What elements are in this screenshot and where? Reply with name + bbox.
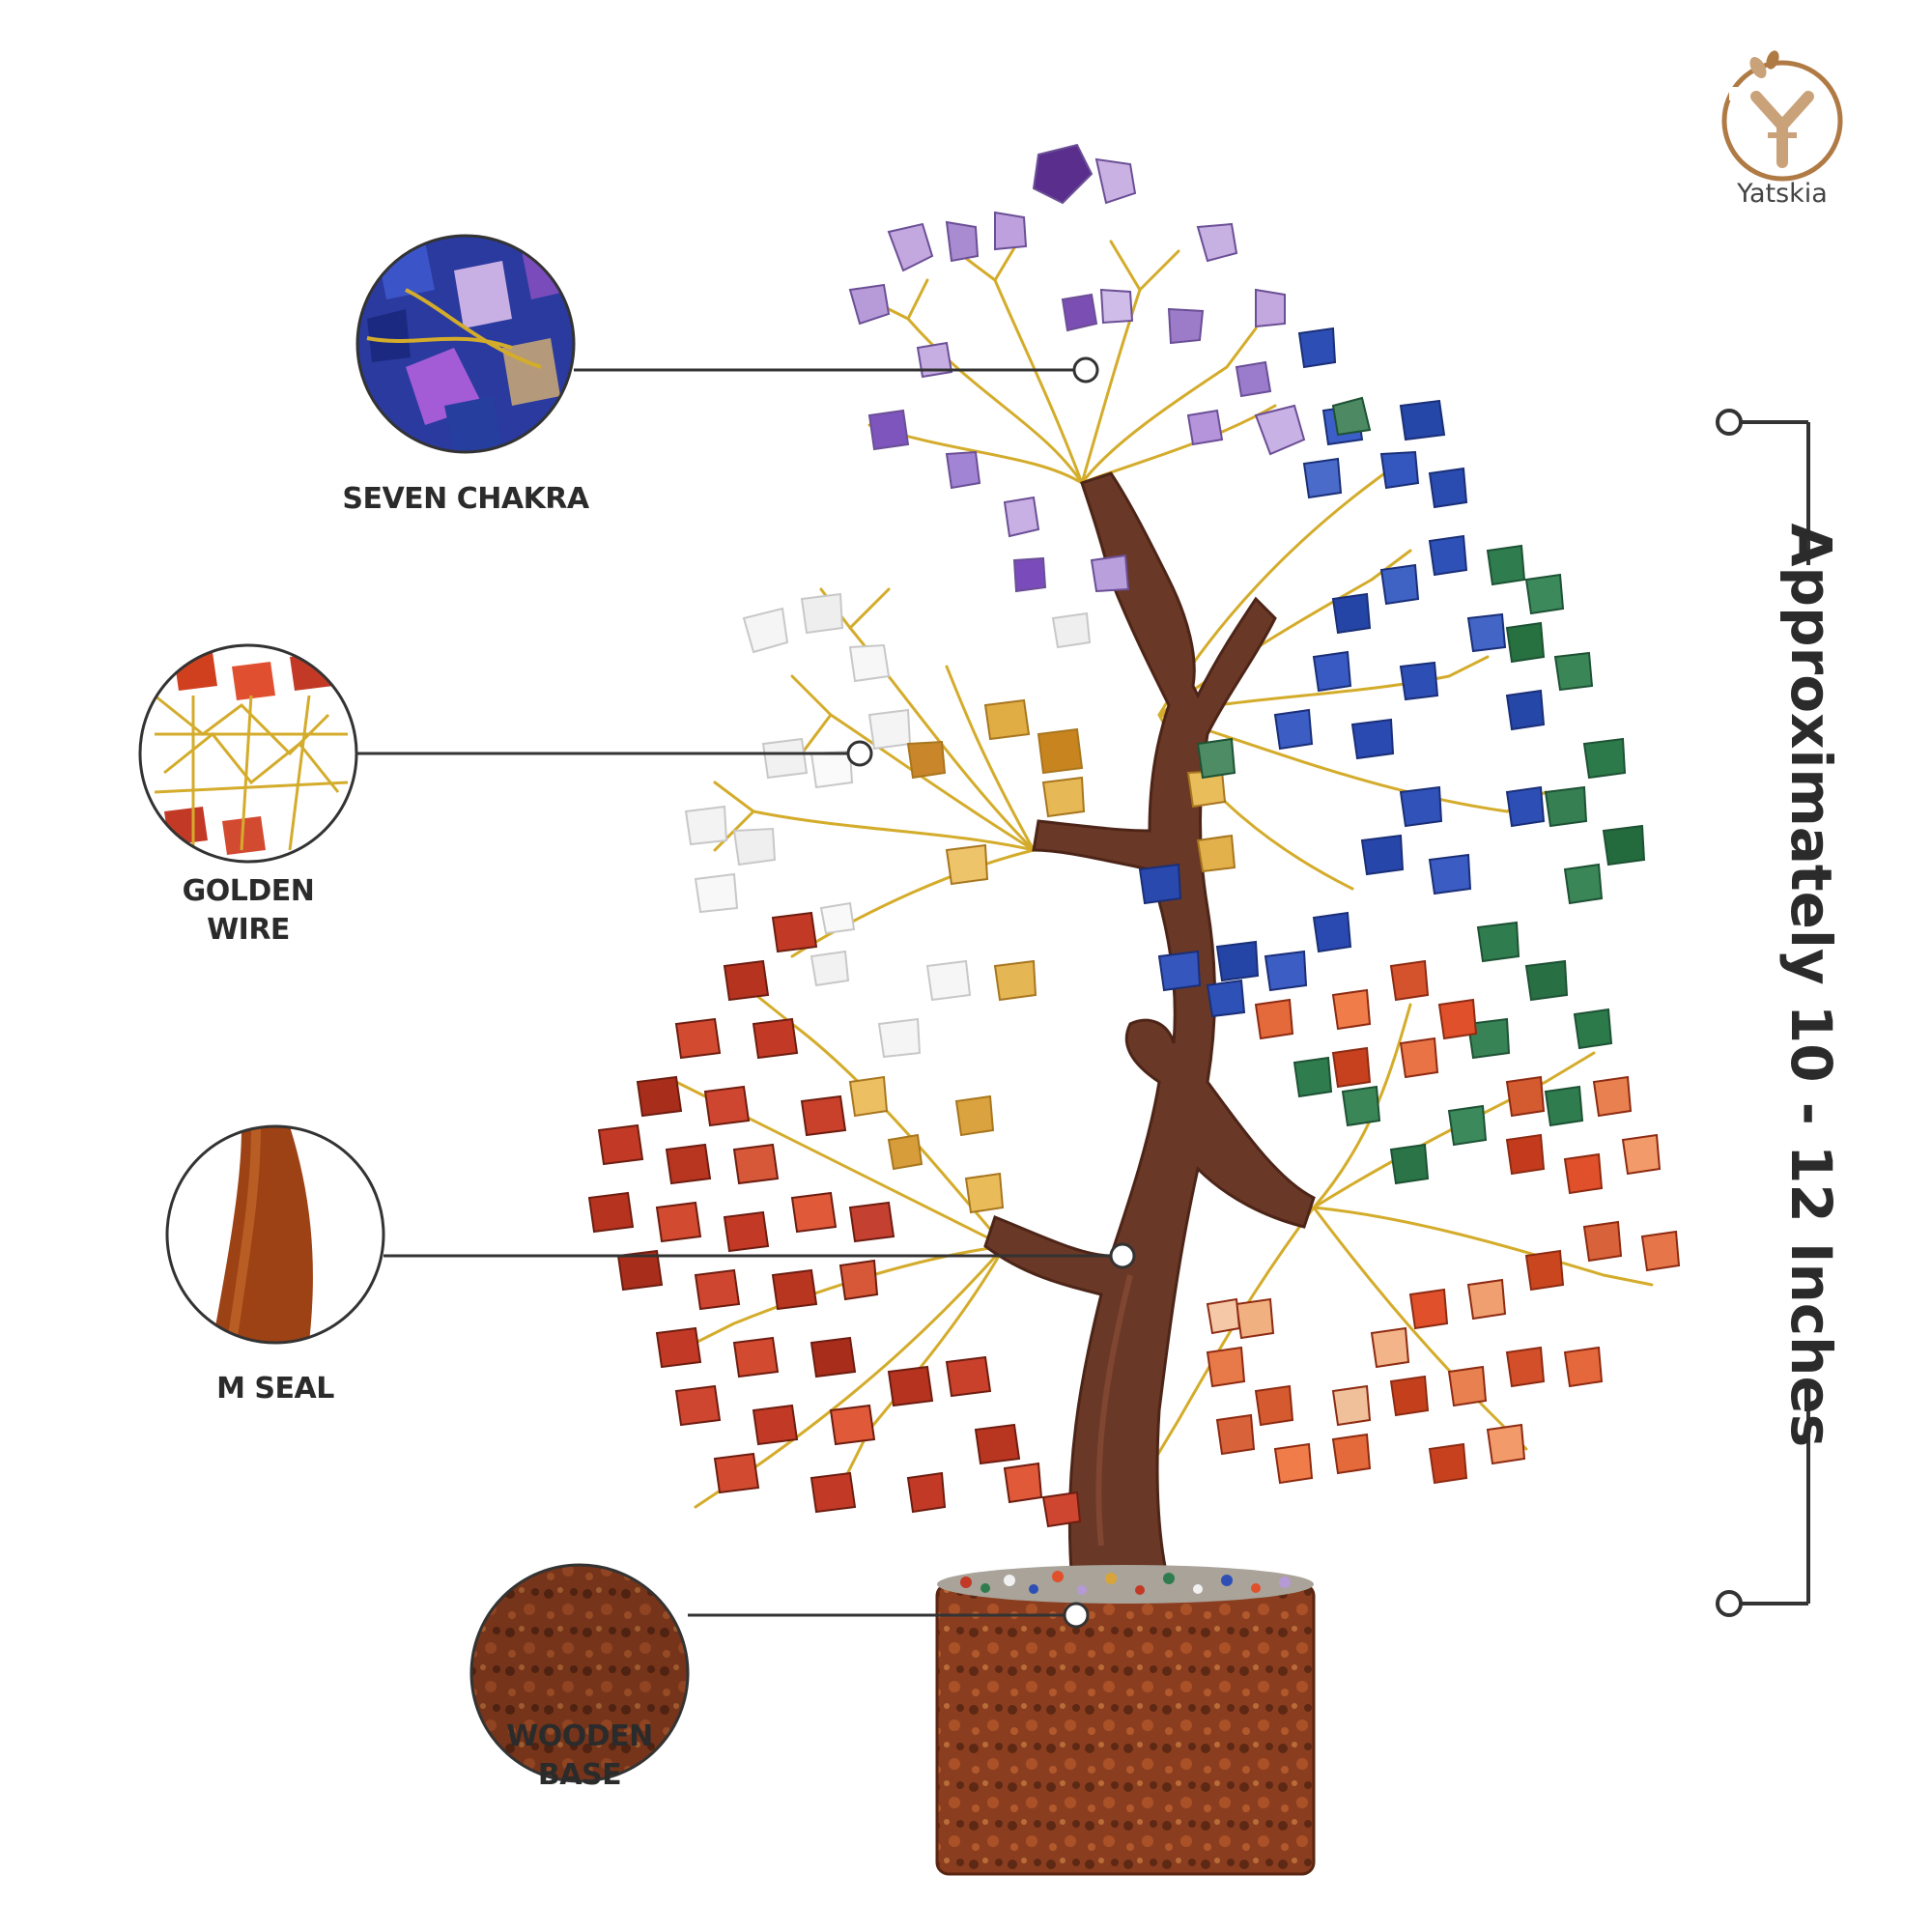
dimension-label: Approximately 10 - 12 Inches <box>1778 523 1844 1448</box>
lapis-chips <box>1138 327 1546 1018</box>
citrine-chips <box>848 698 1236 1214</box>
m-seal-trunk-closeup-icon <box>165 1124 385 1345</box>
dimension-bracket <box>1716 409 1810 1617</box>
carnelian-chips <box>1206 959 1681 1485</box>
logo-ring <box>1721 60 1843 182</box>
wooden-base-closeup-icon <box>469 1563 690 1783</box>
amethyst-lapis-closeup-icon <box>355 234 576 454</box>
leader-dot-wooden-base <box>1063 1602 1090 1629</box>
golden-wire-label: GOLDEN WIRE <box>152 872 345 950</box>
callout-leader-lines <box>356 356 1136 1629</box>
aventurine-chips <box>1196 396 1646 1185</box>
leader-dot-seven-chakra <box>1072 356 1099 384</box>
m-seal-label-line: M SEAL <box>216 1372 334 1406</box>
golden-wire-label-line-1: GOLDEN <box>182 874 315 908</box>
golden-wire-closeup-icon <box>138 643 358 864</box>
wooden-base-label: WOODEN BASE <box>483 1718 676 1795</box>
logo-leaf-icon <box>1749 57 1767 78</box>
wooden-base <box>935 1565 1316 1876</box>
dimension-top-marker <box>1716 409 1743 436</box>
leader-dot-golden-wire <box>846 740 873 767</box>
tree-trunk <box>983 471 1316 1586</box>
base-chips <box>960 1571 1291 1595</box>
brand-logo <box>1721 50 1843 182</box>
m-seal-label: M SEAL <box>179 1370 372 1408</box>
red-jasper-chips <box>587 911 1082 1528</box>
seven-chakra-label-line: SEVEN CHAKRA <box>342 482 589 516</box>
dimension-bottom-marker <box>1716 1590 1743 1617</box>
amethyst-chips <box>848 143 1306 593</box>
golden-wire-label-line-2: WIRE <box>207 913 290 947</box>
wooden-base-label-line-2: BASE <box>537 1758 622 1792</box>
seven-chakra-label: SEVEN CHAKRA <box>321 480 611 519</box>
clear-quartz-chips <box>684 592 1092 1059</box>
leader-dot-m-seal <box>1109 1242 1136 1269</box>
wooden-base-label-line-1: WOODEN <box>506 1719 653 1753</box>
brand-name: Yatskia <box>1737 179 1828 209</box>
